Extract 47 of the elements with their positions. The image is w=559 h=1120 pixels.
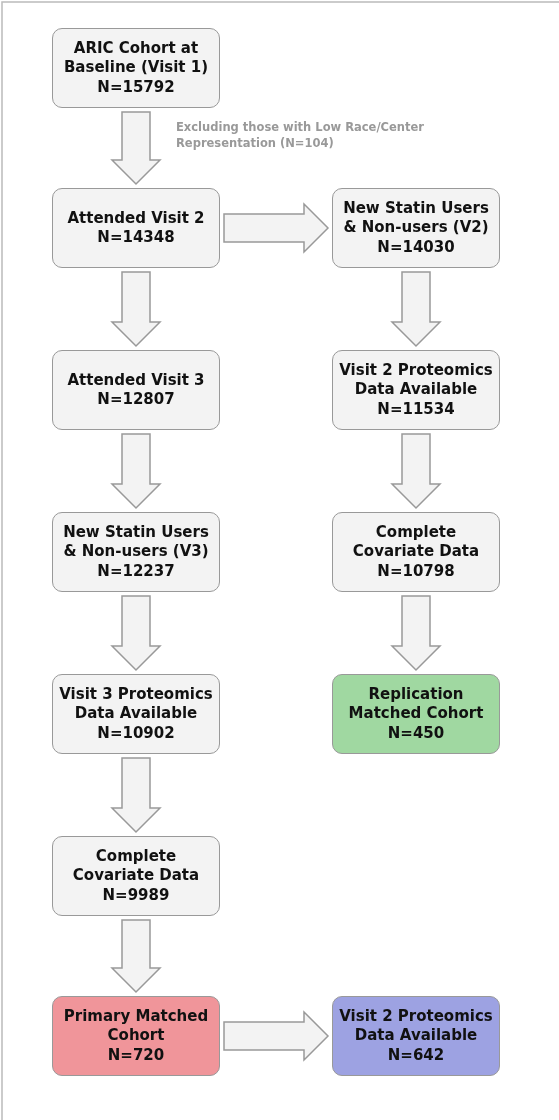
block-arrow xyxy=(390,595,442,672)
process-box xyxy=(52,188,220,268)
process-box xyxy=(52,512,220,592)
box-title: Visit 2 Proteomics Data Available xyxy=(338,1006,494,1046)
block-arrow xyxy=(110,595,162,672)
box-title: New Statin Users & Non-users (V2) xyxy=(342,198,490,238)
count-label: N=9989 xyxy=(102,885,170,906)
block-arrow xyxy=(390,433,442,510)
process-box xyxy=(52,674,220,754)
count-label: N=12807 xyxy=(97,390,175,410)
count-label: N=12237 xyxy=(97,561,175,582)
box-title: Complete Covariate Data xyxy=(351,522,481,562)
count-label: N=15792 xyxy=(97,77,175,98)
process-box xyxy=(52,28,220,108)
box-title: Attended Visit 2 xyxy=(67,208,205,228)
count-label: N=720 xyxy=(107,1045,165,1066)
block-arrow xyxy=(110,111,162,186)
count-label: N=450 xyxy=(387,723,445,744)
count-label: N=10798 xyxy=(377,561,455,582)
block-arrow xyxy=(110,757,162,834)
block-arrow xyxy=(110,919,162,994)
process-box xyxy=(332,350,500,430)
result-box xyxy=(332,674,500,754)
block-arrow xyxy=(390,271,442,348)
block-arrow xyxy=(223,202,330,254)
box-title: Replication Matched Cohort xyxy=(347,684,485,724)
count-label: N=10902 xyxy=(97,723,175,744)
result-box xyxy=(332,996,500,1076)
box-title: Complete Covariate Data xyxy=(71,846,201,886)
count-label: N=642 xyxy=(387,1045,445,1066)
count-label: N=14348 xyxy=(97,228,175,248)
process-box xyxy=(52,350,220,430)
block-arrow xyxy=(223,1010,330,1062)
process-box xyxy=(52,836,220,916)
block-arrow xyxy=(110,271,162,348)
box-title: ARIC Cohort at Baseline (Visit 1) xyxy=(62,38,210,78)
box-title: Attended Visit 3 xyxy=(67,370,205,390)
block-arrow xyxy=(110,433,162,510)
process-box xyxy=(332,512,500,592)
box-title: New Statin Users & Non-users (V3) xyxy=(62,522,210,562)
box-title: Primary Matched Cohort xyxy=(62,1006,210,1046)
box-title: Visit 2 Proteomics Data Available xyxy=(338,360,494,400)
count-label: N=11534 xyxy=(377,399,455,420)
result-box xyxy=(52,996,220,1076)
process-box xyxy=(332,188,500,268)
box-title: Visit 3 Proteomics Data Available xyxy=(58,684,214,724)
count-label: N=14030 xyxy=(377,237,455,258)
